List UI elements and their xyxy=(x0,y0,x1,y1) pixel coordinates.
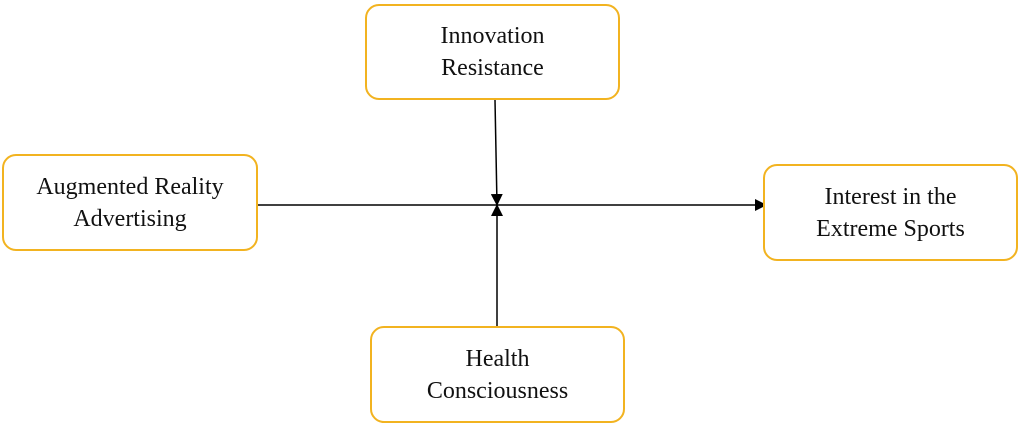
node-innovation-resistance-line-1: Innovation xyxy=(440,23,545,49)
node-augmented-reality-advertising-line-1: Augmented Reality xyxy=(36,173,224,200)
node-interest-in-extreme-sports: Interest in the Extreme Sports xyxy=(763,164,1018,261)
node-interest-in-extreme-sports-line-2: Extreme Sports xyxy=(816,215,965,242)
node-augmented-reality-advertising: Augmented Reality Advertising xyxy=(2,154,258,251)
node-innovation-resistance: Innovation Resistance xyxy=(365,4,620,100)
node-interest-in-extreme-sports-line-1: Interest in the xyxy=(824,183,957,210)
node-health-consciousness-line-1: Health xyxy=(465,345,530,372)
node-health-consciousness-line-2: Consciousness xyxy=(426,377,569,404)
node-augmented-reality-advertising-line-2: Advertising xyxy=(73,205,187,232)
node-health-consciousness: Health Consciousness xyxy=(370,326,625,423)
node-innovation-resistance-line-2: Resistance xyxy=(441,55,544,81)
edge-innovation-moderator xyxy=(490,99,503,206)
